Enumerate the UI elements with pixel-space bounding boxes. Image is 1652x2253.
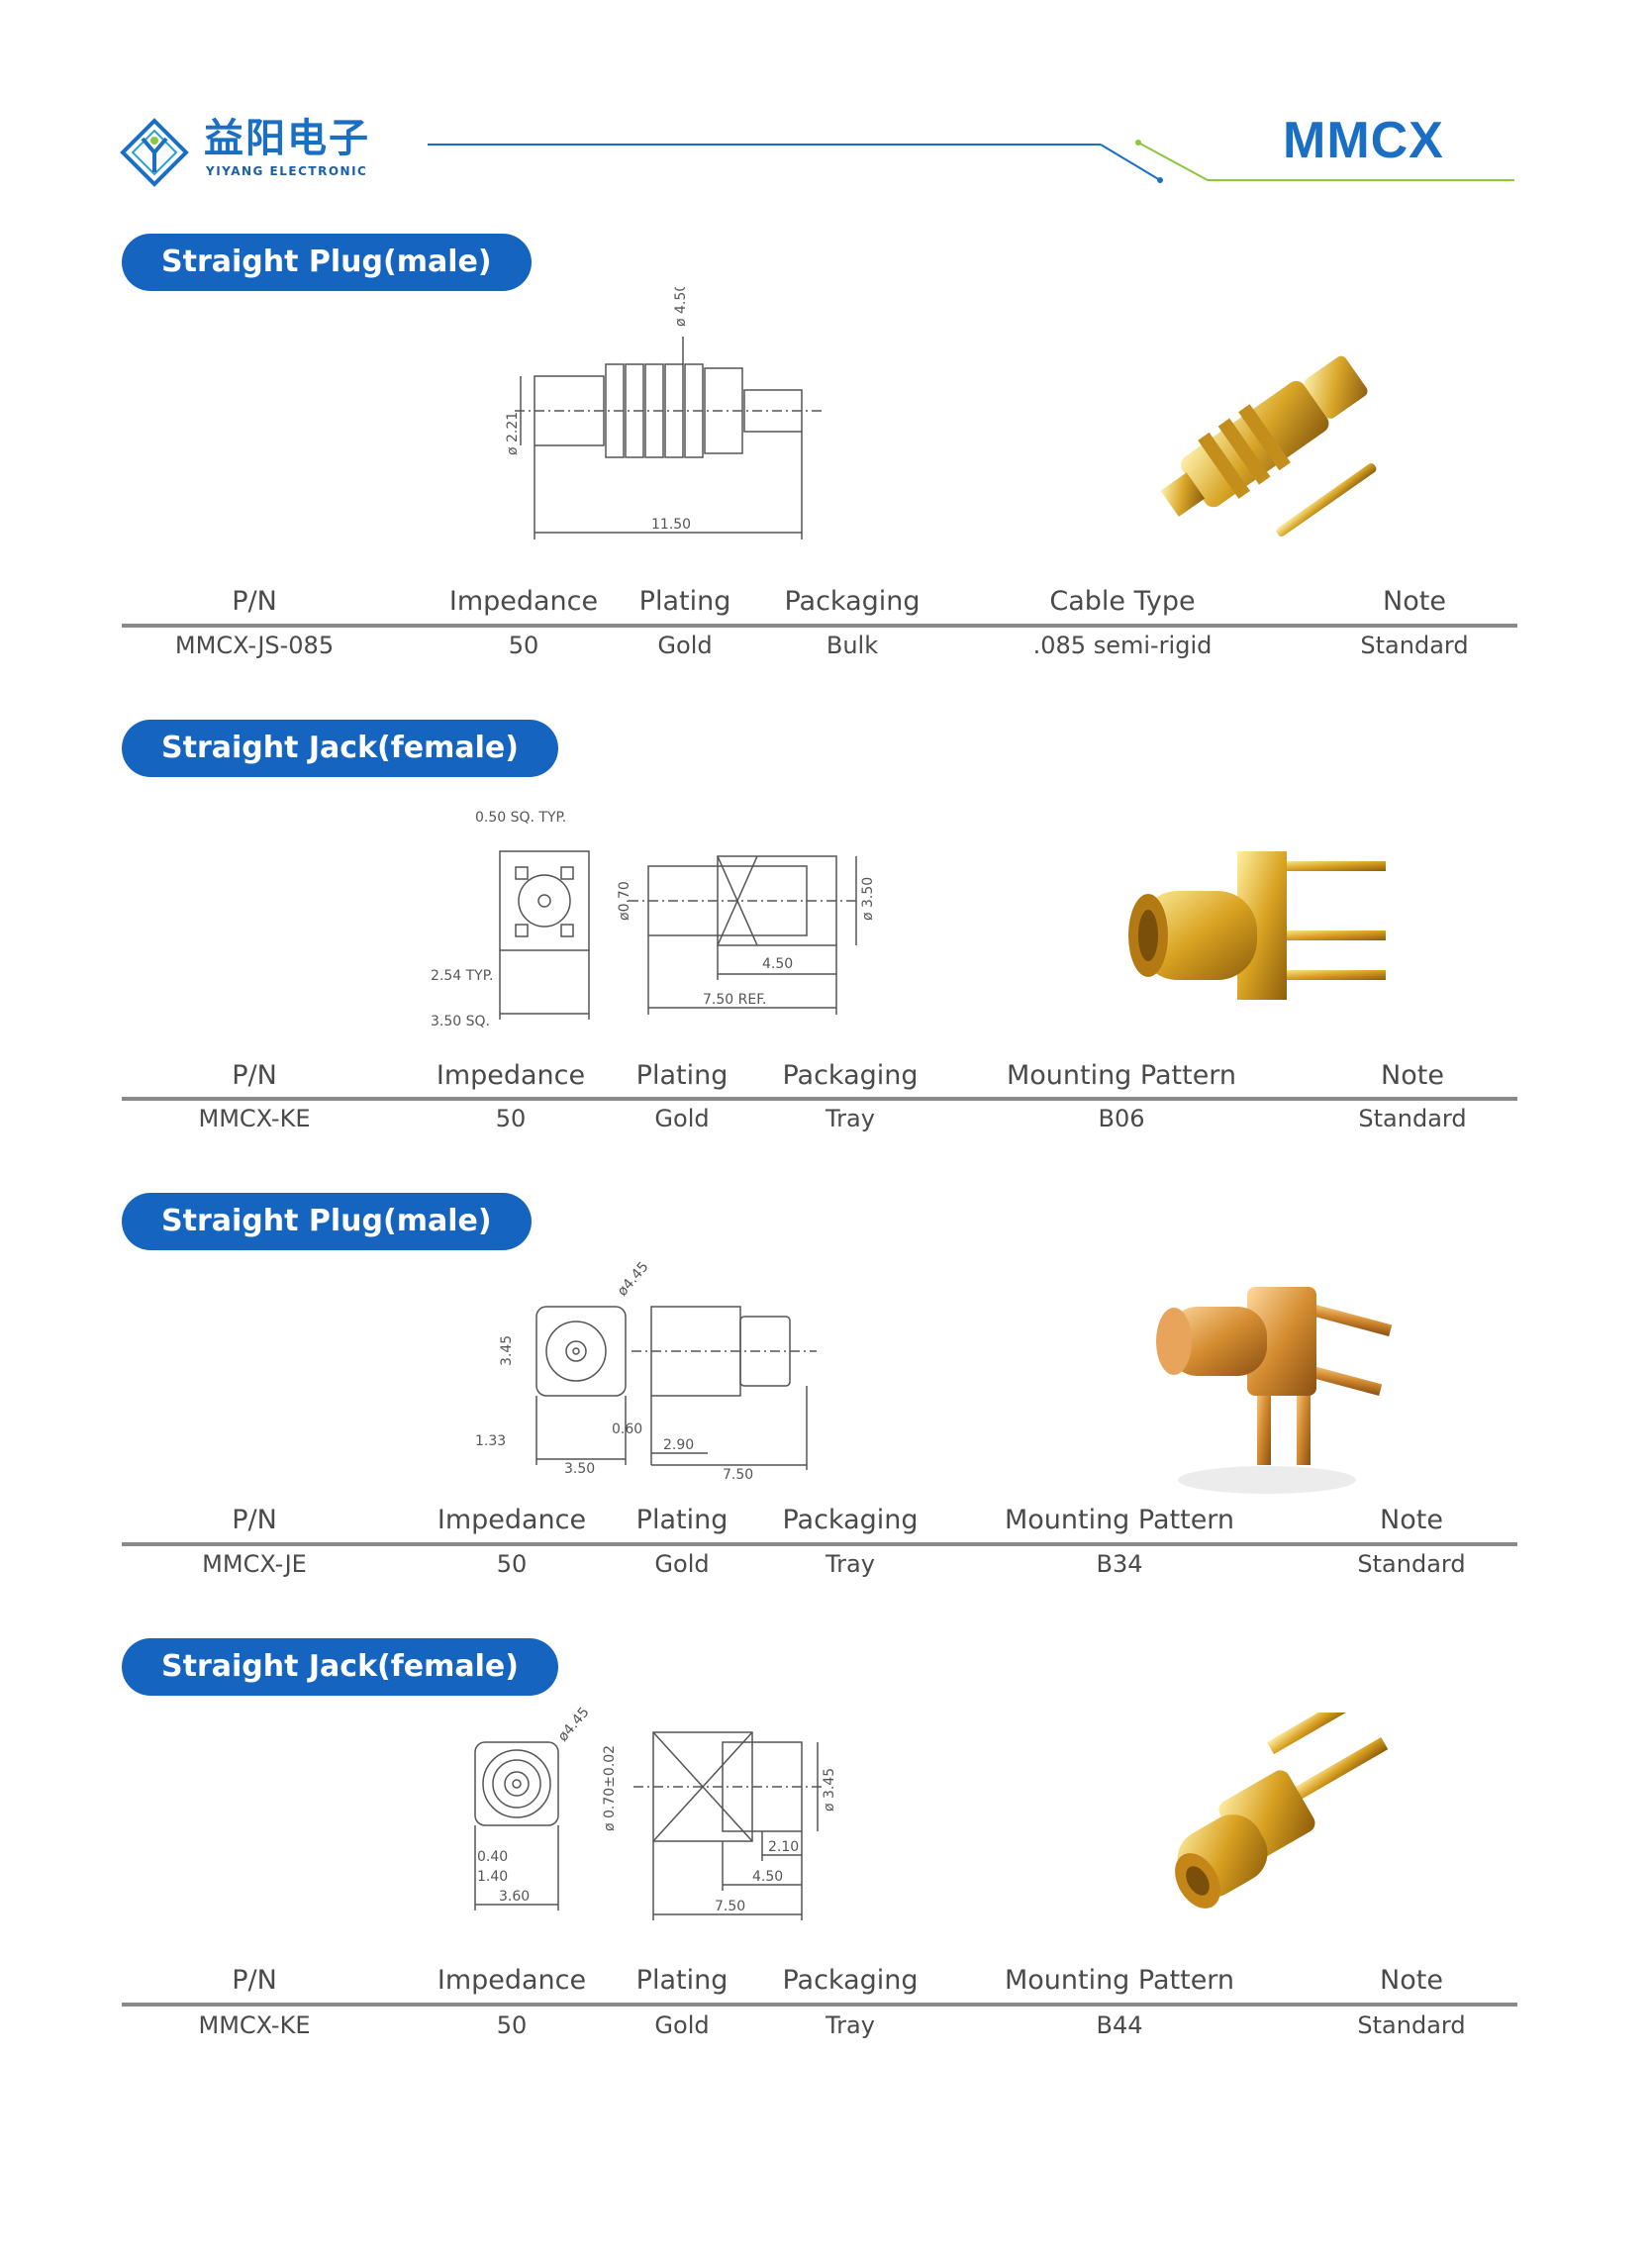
table-divider <box>122 624 1517 628</box>
drawing-label: ø4.45 <box>615 1259 652 1300</box>
drawing-label: 4.50 <box>752 1869 783 1885</box>
drawing-label: 1.33 <box>475 1433 506 1449</box>
cell-note: Standard <box>1357 2011 1466 2039</box>
cell-pn: MMCX-KE <box>198 2011 311 2039</box>
drawing-label: ø4.45 <box>555 1705 593 1745</box>
drawing-label: 3.50 <box>564 1461 595 1477</box>
drawing-label: 0.40 <box>477 1849 508 1865</box>
column-header: Plating <box>635 1965 729 1996</box>
header-divider <box>428 140 1514 183</box>
column-header: Plating <box>638 586 731 617</box>
drawing-label: 7.50 <box>723 1467 753 1483</box>
drawing-label: ø 2.21 <box>505 412 521 455</box>
drawing-label: 2.54 TYP. <box>431 968 493 984</box>
drawing-label: 11.50 <box>651 517 691 533</box>
product-photo-plug-1 <box>1160 355 1377 537</box>
cell-impedance: 50 <box>495 1105 527 1132</box>
column-header: Mounting Pattern <box>1004 1505 1235 1535</box>
product-photo-plug-3 <box>1156 1287 1393 1494</box>
column-header: Mounting Pattern <box>1004 1965 1235 1996</box>
section-title-straight-jack: Straight Jack(female) <box>122 720 558 777</box>
cell-note: Standard <box>1360 632 1469 659</box>
drawing-label: 2.90 <box>663 1437 694 1453</box>
cell-plating: Gold <box>654 1550 710 1578</box>
page-header: 益阳电子 YIYANG ELECTRONIC MMCX <box>0 0 1652 228</box>
cell-mounting-pattern: B34 <box>1096 1550 1143 1578</box>
drawing-label: 0.60 <box>612 1421 642 1437</box>
company-logo-icon <box>120 118 189 187</box>
cell-plating: Gold <box>654 2011 710 2039</box>
cell-impedance: 50 <box>496 2011 528 2039</box>
column-header: Cable Type <box>1049 586 1196 617</box>
cell-impedance: 50 <box>508 632 539 659</box>
cell-packaging: Bulk <box>826 632 879 659</box>
cell-packaging: Tray <box>826 1550 875 1578</box>
page-title: MMCX <box>1283 112 1444 169</box>
drawing-label: 3.60 <box>499 1889 530 1905</box>
column-header: Packaging <box>782 1060 919 1091</box>
column-header: Plating <box>635 1060 729 1091</box>
cell-pn: MMCX-JE <box>202 1550 307 1578</box>
dimension-drawing-plug-3: ø4.45 3.45 1.33 0.60 3.50 2.90 7.50 <box>475 1259 817 1483</box>
cell-packaging: Tray <box>826 2011 875 2039</box>
cell-plating: Gold <box>654 1105 710 1132</box>
column-header: P/N <box>232 1505 277 1535</box>
drawing-label: 7.50 <box>715 1899 745 1914</box>
product-photo-jack-2 <box>1128 851 1386 1000</box>
section-title-straight-plug: Straight Plug(male) <box>122 234 532 291</box>
column-header: Note <box>1383 586 1446 617</box>
column-header: Impedance <box>436 1060 586 1091</box>
column-header: P/N <box>232 1965 277 1996</box>
drawing-label: 1.40 <box>477 1869 508 1885</box>
column-header: Impedance <box>437 1505 587 1535</box>
cell-mounting-pattern: B06 <box>1098 1105 1145 1132</box>
column-header: Mounting Pattern <box>1006 1060 1237 1091</box>
cell-pn: MMCX-KE <box>198 1105 311 1132</box>
table-divider <box>122 2003 1517 2007</box>
product-photo-jack-4 <box>1175 1713 1389 1909</box>
dimension-drawing-jack-4: ø4.45 ø 0.70±0.02 ø 3.45 0.40 1.40 3.60 … <box>474 1705 837 1920</box>
table-divider <box>122 1097 1517 1101</box>
logo-chinese-text: 益阳电子 <box>204 116 370 161</box>
table-divider <box>122 1542 1517 1546</box>
cell-impedance: 50 <box>496 1550 528 1578</box>
drawing-label: ø 4.50 <box>673 287 689 327</box>
column-header: Packaging <box>782 1505 919 1535</box>
drawing-label: 3.45 <box>499 1335 515 1366</box>
logo-english-text: YIYANG ELECTRONIC <box>206 164 368 178</box>
drawing-label: 2.10 <box>768 1839 799 1855</box>
cell-note: Standard <box>1357 1550 1466 1578</box>
dimension-drawing-plug-1: ø 4.50 ø 2.21 11.50 <box>505 287 822 539</box>
drawing-label: 7.50 REF. <box>703 992 766 1008</box>
drawing-label: ø 3.50 <box>860 877 876 921</box>
drawing-label: ø 0.70±0.02 <box>602 1745 618 1831</box>
section-title-straight-jack: Straight Jack(female) <box>122 1638 558 1696</box>
column-header: Note <box>1381 1060 1444 1091</box>
column-header: Impedance <box>448 586 599 617</box>
drawing-label: 3.50 SQ. <box>431 1014 490 1029</box>
section-title-straight-plug: Straight Plug(male) <box>122 1193 532 1250</box>
column-header: Note <box>1380 1965 1443 1996</box>
column-header: Plating <box>635 1505 729 1535</box>
cell-cable-type: .085 semi-rigid <box>1032 632 1213 659</box>
cell-mounting-pattern: B44 <box>1096 2011 1143 2039</box>
drawing-label: 4.50 <box>762 956 793 972</box>
cell-packaging: Tray <box>826 1105 875 1132</box>
drawing-label: ø 3.45 <box>822 1768 837 1812</box>
column-header: P/N <box>232 586 277 617</box>
cell-pn: MMCX-JS-085 <box>174 632 335 659</box>
column-header: P/N <box>232 1060 277 1091</box>
dimension-drawing-jack-2: 0.50 SQ. TYP. 2.54 TYP. 3.50 SQ. ø0.70 ø… <box>431 810 876 1029</box>
cell-note: Standard <box>1358 1105 1467 1132</box>
drawing-label: 0.50 SQ. TYP. <box>475 810 566 826</box>
column-header: Packaging <box>782 1965 919 1996</box>
column-header: Note <box>1380 1505 1443 1535</box>
column-header: Packaging <box>784 586 921 617</box>
drawing-label: ø0.70 <box>617 881 632 921</box>
column-header: Impedance <box>437 1965 587 1996</box>
cell-plating: Gold <box>657 632 713 659</box>
